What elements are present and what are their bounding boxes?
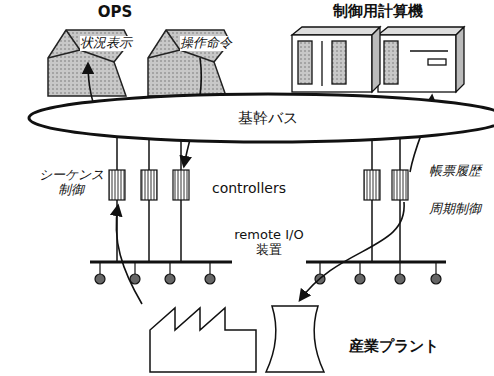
controller-unit (109, 170, 408, 200)
node-text: 制御用計算機 (288, 2, 468, 21)
flow-label: 操作命令 (180, 36, 232, 51)
flow-label: 周期制御 (429, 202, 481, 217)
flow-label: 帳票履歴 (429, 164, 481, 179)
part-label: remote I/O装置 (234, 228, 304, 258)
flow-label: 状況表示 (80, 36, 132, 51)
factory-icon (150, 308, 256, 372)
plant-tower-icon (266, 306, 324, 372)
computer-cabinet (292, 27, 464, 92)
io-terminal (95, 262, 441, 284)
remote-io-bar (90, 261, 446, 264)
node-text: 基幹バス (27, 92, 494, 128)
group-label: OPS (98, 4, 133, 21)
flow-label: シーケンス 制御 (38, 168, 104, 198)
part-label: 産業プラント (349, 338, 439, 355)
part-label: controllers (212, 180, 286, 196)
control-computer: 制御用計算機 (288, 2, 468, 94)
io-line (117, 200, 400, 262)
backbone-bus: 基幹バス (27, 92, 494, 144)
